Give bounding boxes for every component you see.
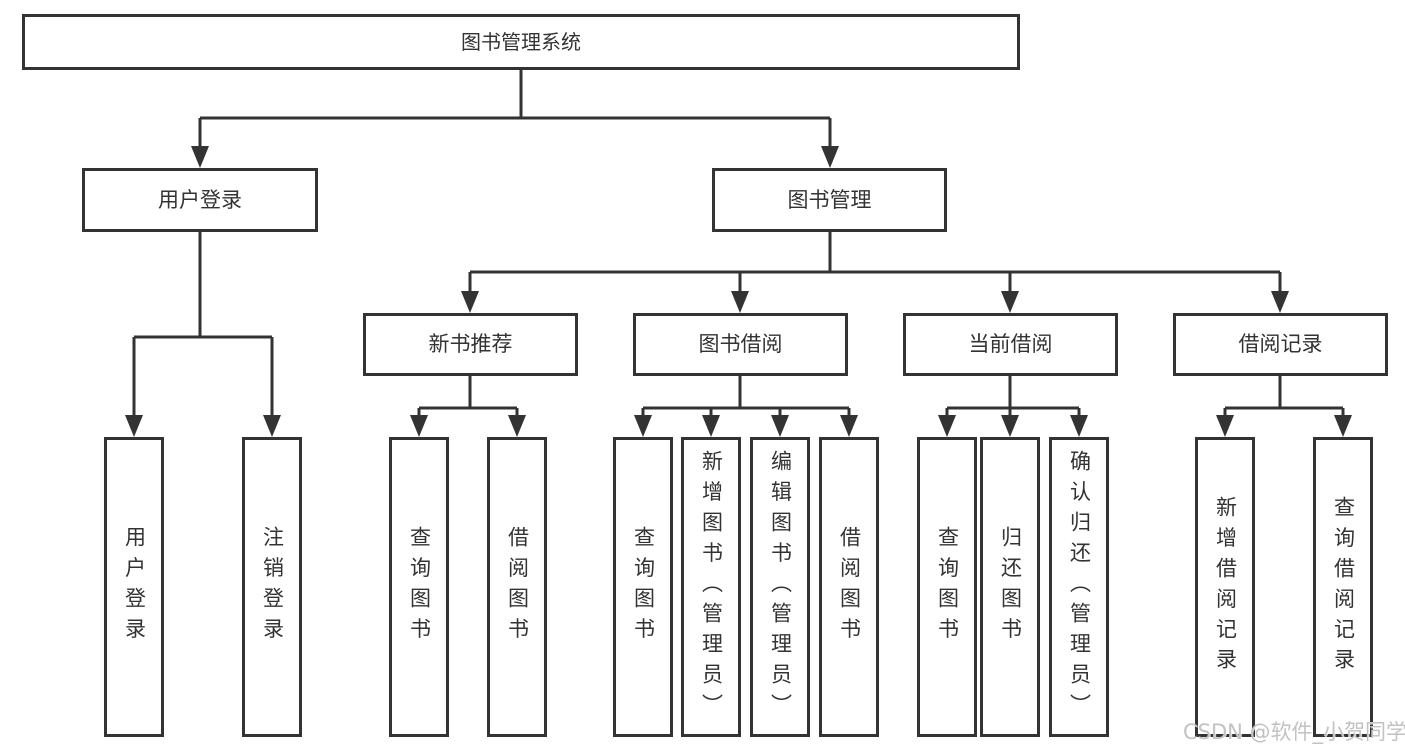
leaf-query-books-recommend-label: 查询图书 [407,526,432,648]
leaf-query-books-current-label: 查询图书 [935,526,960,648]
node-book-management: 图书管理 [712,168,947,232]
leaf-confirm-return-admin-label: 确认归还（管理员） [1067,449,1092,725]
leaf-return-book-label: 归还图书 [998,526,1023,648]
node-new-book-recommend-label: 新书推荐 [428,332,513,356]
node-new-book-recommend: 新书推荐 [363,313,578,376]
node-library-system-label: 图书管理系统 [461,30,581,54]
leaf-edit-book-admin: 编辑图书（管理员） [750,437,810,737]
leaf-borrow-books-recommend-label: 借阅图书 [505,526,530,648]
node-borrow-records: 借阅记录 [1173,313,1388,376]
leaf-query-books-recommend: 查询图书 [389,437,449,737]
leaf-borrow-books-2-label: 借阅图书 [837,526,862,648]
node-current-borrow: 当前借阅 [903,313,1118,376]
leaf-query-borrow-record-label: 查询借阅记录 [1331,495,1356,679]
node-book-borrow-label: 图书借阅 [698,332,783,356]
leaf-borrow-books-recommend: 借阅图书 [487,437,547,737]
node-book-management-label: 图书管理 [787,187,872,212]
leaf-logout: 注销登录 [242,437,302,737]
leaf-return-book: 归还图书 [980,437,1040,737]
leaf-user-login: 用户登录 [104,437,164,737]
node-user-login-label: 用户登录 [158,187,242,212]
node-borrow-records-label: 借阅记录 [1238,332,1323,356]
leaf-query-borrow-record: 查询借阅记录 [1313,437,1373,737]
watermark: CSDN @软件_小贺同学 [1183,720,1405,744]
leaf-add-book-admin-label: 新增图书（管理员） [699,449,724,725]
leaf-edit-book-admin-label: 编辑图书（管理员） [768,449,793,725]
node-book-borrow: 图书借阅 [633,313,848,376]
leaf-query-books-borrow: 查询图书 [613,437,673,737]
leaf-query-books-current: 查询图书 [917,437,977,737]
leaf-logout-label: 注销登录 [260,526,285,648]
node-library-system: 图书管理系统 [22,14,1020,70]
leaf-add-borrow-record: 新增借阅记录 [1195,437,1255,737]
leaf-borrow-books-2: 借阅图书 [819,437,879,737]
leaf-add-borrow-record-label: 新增借阅记录 [1213,495,1238,679]
node-current-borrow-label: 当前借阅 [968,332,1053,356]
leaf-add-book-admin: 新增图书（管理员） [681,437,741,737]
leaf-query-books-borrow-label: 查询图书 [631,526,656,648]
leaf-user-login-label: 用户登录 [122,526,147,648]
leaf-confirm-return-admin: 确认归还（管理员） [1049,437,1109,737]
node-user-login: 用户登录 [82,168,318,232]
